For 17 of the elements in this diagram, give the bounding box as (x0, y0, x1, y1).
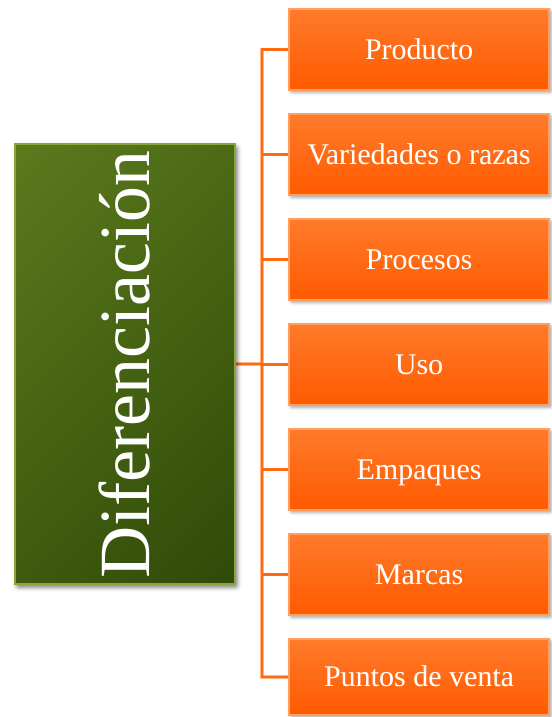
item-box (288, 8, 550, 91)
item-label: Procesos (366, 244, 472, 274)
item-label: Marcas (374, 560, 464, 590)
category-label: Diferenciación (89, 150, 161, 578)
item-box (288, 533, 550, 616)
item-box (288, 638, 550, 716)
item-label: Variedades o razas (307, 140, 531, 170)
item-box (288, 428, 550, 511)
item-box (288, 323, 550, 406)
category-box (14, 143, 236, 585)
item-label: Uso (394, 350, 444, 380)
item-box (288, 218, 550, 301)
item-box (288, 113, 550, 196)
item-label: Producto (364, 34, 474, 64)
item-label: Puntos de venta (324, 662, 514, 692)
item-label: Empaques (356, 454, 482, 484)
connector-line (236, 362, 288, 678)
